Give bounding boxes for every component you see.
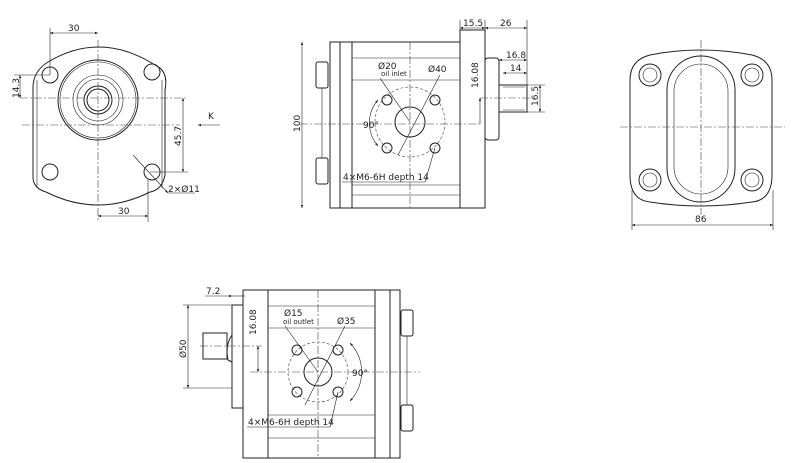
bolt: [315, 61, 329, 89]
mount-hole: [143, 63, 161, 81]
front-view: 30 14.3 45.7 K 2×Ø11 30: [12, 24, 220, 222]
port-dia: Ø15: [284, 308, 303, 319]
dim-offset: 16.08: [249, 309, 259, 335]
angle: 90°: [352, 369, 368, 379]
hole-callout: 2×Ø11: [168, 184, 200, 195]
angle: 90°: [363, 121, 379, 131]
dim-height: 100: [293, 115, 303, 132]
dim-right: 45.7: [174, 126, 184, 146]
thread-callout: 4×M6-6H depth 14: [248, 418, 334, 428]
dim-width: 86: [695, 215, 707, 225]
dim-pilot: Ø50: [178, 339, 189, 358]
bolt: [400, 404, 414, 432]
bolt: [400, 309, 414, 337]
dim-flange: 15.5: [463, 19, 483, 29]
inlet-view: 100 15.5 26 16.8 14 16.5 16.08 Ø20 oil i…: [293, 19, 545, 209]
dim-bottom: 30: [118, 207, 130, 217]
dim-left: 14.3: [12, 78, 22, 98]
dim-shaft: 26: [500, 19, 512, 29]
bolt-circle: Ø35: [337, 316, 356, 327]
mount-hole: [41, 163, 59, 181]
dim-thread-outer: 16.8: [506, 51, 526, 61]
dim-thread-dia: 16.5: [531, 86, 541, 106]
port-dia: Ø20: [378, 61, 397, 72]
thread-callout: 4×M6-6H depth 14: [343, 173, 429, 183]
rear-view: 86: [620, 40, 785, 230]
bolt: [315, 157, 329, 185]
dim-thread: 14: [510, 64, 522, 74]
dim-flange: 7.2: [206, 287, 220, 297]
port-label: oil inlet: [381, 70, 407, 78]
bolt-circle: Ø40: [428, 64, 447, 75]
port-label: oil outlet: [283, 318, 314, 326]
dim-top: 30: [68, 24, 80, 34]
outlet-view: 7.2 Ø50 16.08 Ø15 oil outlet Ø35 90° 4×M…: [178, 287, 420, 459]
view-label-k: K: [208, 112, 215, 122]
dim-offset: 16.08: [471, 62, 481, 88]
